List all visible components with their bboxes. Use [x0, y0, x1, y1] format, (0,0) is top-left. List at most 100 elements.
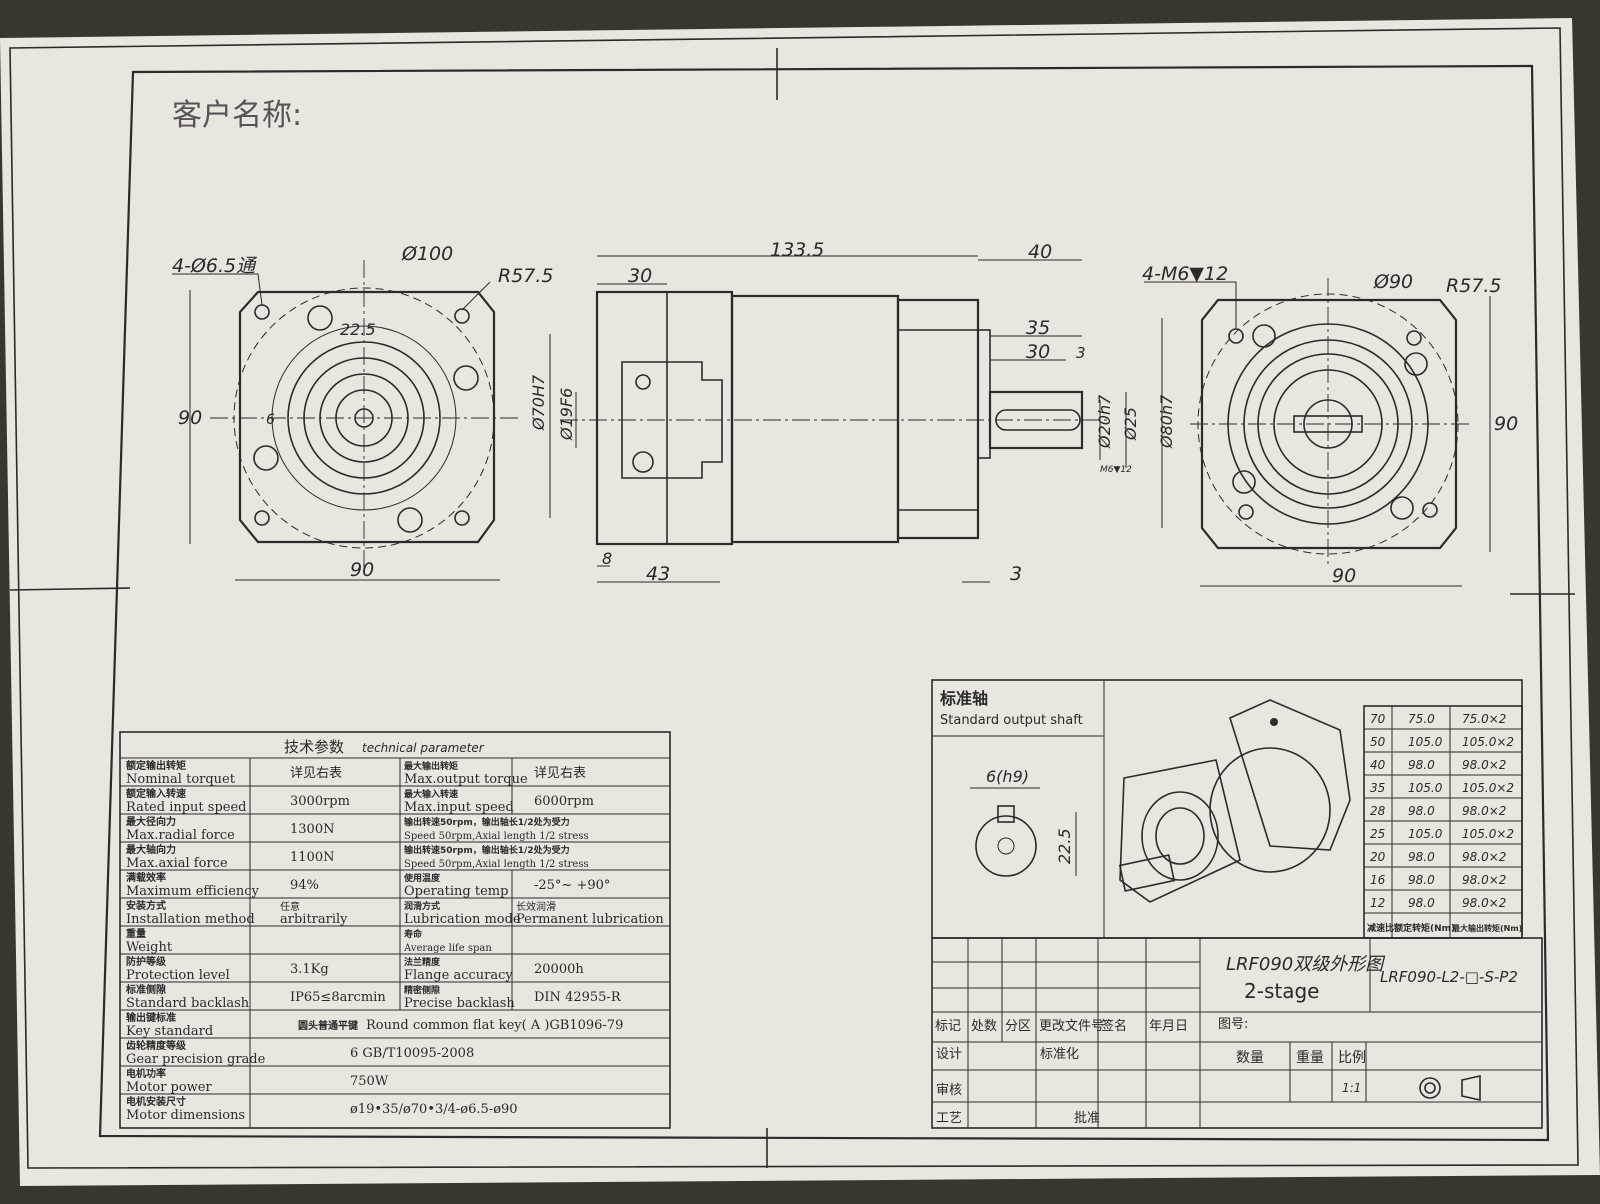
ratio-max-torque: 75.0×2: [1462, 712, 1506, 726]
ratio-rated-torque: 105.0: [1408, 735, 1443, 749]
param-label-en: Lubrication mode: [404, 912, 521, 927]
side-bore2-label: Ø19F6: [557, 388, 576, 441]
param-value-cn: 圆头普通平键: [298, 1019, 359, 1032]
param-label-cn: 润滑方式: [404, 900, 440, 912]
side-gap1-label: 8: [602, 549, 612, 568]
front-keyw-label: 6: [266, 412, 275, 428]
ratio-value: 16: [1370, 873, 1386, 887]
tb-design-label: 设计: [936, 1047, 962, 1062]
front-bolt: [453, 365, 479, 391]
side-shaft1-label: Ø20h7: [1095, 394, 1114, 449]
tb-process-label: 工艺: [936, 1111, 962, 1126]
side-keygap-label: 3: [1076, 344, 1086, 362]
param-label-en: Operating temp: [404, 884, 508, 899]
param-value: 94%: [290, 878, 319, 893]
ratio-max-torque: 105.0×2: [1462, 827, 1514, 841]
tb-drawing-no: 图号:: [1218, 1017, 1248, 1032]
param-value: 详见右表: [290, 766, 342, 781]
tb-qty: 数量: [1236, 1050, 1264, 1066]
front-view: 4-Ø6.5通 Ø100 R57.5 22.5 6 90 90: [172, 243, 554, 581]
parameter-title-en: technical parameter: [362, 741, 485, 755]
front-bolt: [397, 507, 423, 533]
param-value: 详见右表: [534, 766, 586, 781]
param-label-en: Precise backlash: [404, 996, 515, 1011]
rear-flange-outline: [1200, 298, 1458, 550]
param-label-en: Max.axial force: [126, 856, 228, 871]
param-value: 3.1Kg: [290, 962, 329, 977]
param-label-en: Flange accuracy: [404, 968, 513, 983]
center-mark-left: [9, 587, 131, 591]
side-screw: [635, 374, 651, 390]
side-thread-label: M6▼12: [1100, 465, 1132, 475]
side-length-label: 133.5: [770, 239, 824, 261]
param-label-en: Nominal torquet: [126, 772, 236, 787]
rear-hole: [1228, 328, 1244, 344]
ratio-rated-torque: 98.0: [1408, 873, 1435, 887]
param-label-cn: 法兰精度: [404, 956, 441, 968]
param-label-en: Standard backlash: [126, 996, 250, 1011]
param-label-en: Speed 50rpm,Axial length 1/2 stress: [404, 831, 589, 842]
param-label-en: Gear precision grade: [126, 1052, 266, 1067]
param-label-cn: 重量: [126, 927, 146, 940]
side-gap2-label: 43: [646, 563, 670, 585]
front-radius-label: R57.5: [498, 265, 554, 287]
ratio-value: 20: [1370, 850, 1386, 864]
parameter-table-border: [119, 731, 671, 1129]
front-bolt: [253, 445, 279, 471]
tb-rev-label: 处数: [971, 1019, 997, 1034]
projection-circle-icon: [1419, 1077, 1441, 1099]
tb-scale-value: 1:1: [1342, 1081, 1361, 1095]
front-hole: [254, 510, 270, 526]
shaft-box: 标准轴 Standard output shaft 6(h9) 22.5: [931, 679, 1523, 939]
ratio-rated-torque: 98.0: [1408, 896, 1435, 910]
ratio-max-torque: 98.0×2: [1462, 758, 1506, 772]
front-hole: [454, 308, 470, 324]
ratio-value: 70: [1370, 712, 1386, 726]
rear-bolt: [1404, 352, 1428, 376]
rear-bolt: [1252, 324, 1276, 348]
param-value: 750W: [350, 1074, 389, 1089]
param-value: 20000h: [534, 962, 584, 977]
param-value: ø19•35/ø70•3/4-ø6.5-ø90: [350, 1102, 518, 1117]
tb-rev-label: 更改文件号: [1039, 1019, 1104, 1034]
customer-label: 客户名称:: [172, 98, 302, 133]
param-label-en: Weight: [126, 940, 173, 955]
front-hole: [454, 510, 470, 526]
shaft-section-center: [997, 837, 1015, 855]
tb-approve-label: 批准: [1074, 1111, 1100, 1126]
ratio-value: 25: [1370, 827, 1385, 841]
param-label-cn: 输出转速50rpm，输出轴长1/2处为受力: [404, 844, 570, 856]
param-label-cn: 安装方式: [126, 899, 166, 912]
param-label-cn: 电机功率: [126, 1067, 166, 1080]
shaft-section-circle: [975, 815, 1037, 877]
param-label-cn: 防护等级: [126, 955, 167, 968]
rear-bolt: [1232, 470, 1256, 494]
param-label-en: Installation method: [126, 912, 255, 927]
param-label-cn: 精密侧隙: [404, 984, 440, 996]
tb-scale: 比例: [1338, 1050, 1366, 1066]
param-value: arbitrarily: [280, 912, 348, 927]
shaft-keyh-label: 22.5: [1055, 828, 1074, 864]
param-label-en: Motor power: [126, 1080, 213, 1095]
param-value: 1300N: [290, 822, 334, 837]
ratio-max-torque: 98.0×2: [1462, 804, 1506, 818]
tb-rev-label: 签名: [1101, 1018, 1127, 1034]
shaft-keyw-label: 6(h9): [986, 767, 1029, 786]
ratio-header: 额定转矩(Nm): [1394, 922, 1455, 934]
outer-frame: [9, 27, 1579, 1169]
param-label-cn: 最大径向力: [126, 815, 176, 828]
param-label-cn: 输出键标准: [126, 1011, 176, 1024]
param-label-cn: 最大输出转矩: [404, 760, 458, 772]
tb-rev-label: 标记: [935, 1019, 961, 1034]
param-value: DIN 42955-R: [534, 990, 622, 1005]
ratio-rated-torque: 75.0: [1408, 712, 1435, 726]
title-block: LRF090双级外形图 2-stage LRF090-L2-□-S-P2 图号:…: [931, 937, 1543, 1129]
param-label-en: Protection level: [126, 968, 230, 983]
side-shaftlen-label: 40: [1028, 241, 1052, 263]
param-label-en: Maximum efficiency: [126, 884, 260, 899]
front-key-label: 22.5: [340, 320, 376, 339]
param-value: -25°~ +90°: [534, 878, 610, 893]
